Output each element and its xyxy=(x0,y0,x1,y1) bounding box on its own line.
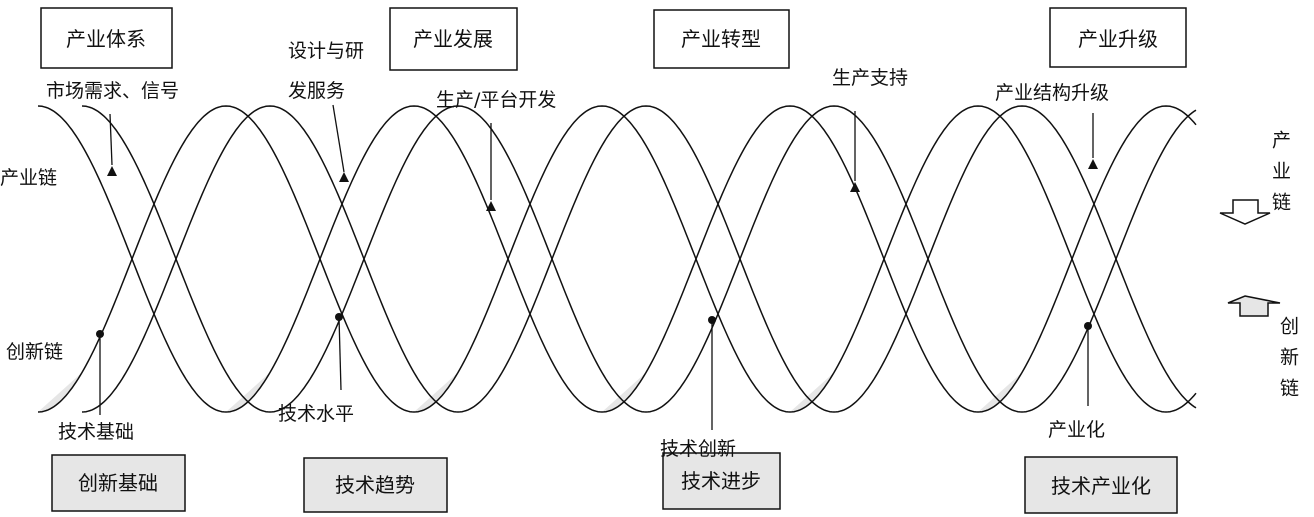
bottom-box-4-text: 技术产业化 xyxy=(1051,474,1151,498)
triangle-marker-icon xyxy=(107,166,117,176)
top-box-1-text: 产业体系 xyxy=(66,27,146,51)
triangle-marker-icon xyxy=(850,182,860,192)
up-arrow-icon xyxy=(1227,295,1281,317)
helix-strand xyxy=(37,105,1197,413)
label-market-demand: 市场需求、信号 xyxy=(46,80,179,102)
label-tech-innovation: 技术创新 xyxy=(660,438,736,460)
bottom-box-2-text: 技术趋势 xyxy=(335,473,415,497)
right-upper-chain-label: 产业链 xyxy=(1269,130,1291,223)
pointer-line xyxy=(332,104,345,173)
bottom-box-3-text: 技术进步 xyxy=(681,469,761,493)
top-box-1 xyxy=(40,7,173,69)
top-box-4-text: 产业升级 xyxy=(1078,27,1158,51)
bottom-box-2 xyxy=(303,457,448,513)
helix-strand xyxy=(81,105,1197,413)
helix-envelope xyxy=(37,105,1197,413)
label-tech-basis: 技术基础 xyxy=(58,421,134,443)
label-structure-upgrade: 产业结构升级 xyxy=(995,82,1109,104)
helix-strand xyxy=(37,105,1197,413)
pointer-line xyxy=(109,113,113,166)
bottom-box-1 xyxy=(51,454,186,512)
left-upper-chain-label: 产业链 xyxy=(0,167,57,189)
triangle-marker-icon xyxy=(1088,159,1098,169)
top-box-3 xyxy=(653,9,790,69)
bottom-box-1-text: 创新基础 xyxy=(78,471,158,495)
top-box-2 xyxy=(389,7,518,71)
top-box-3-text: 产业转型 xyxy=(681,27,761,51)
bottom-box-3 xyxy=(662,452,781,510)
triangle-marker-icon xyxy=(486,201,496,211)
pointer-line xyxy=(338,316,342,391)
helix-strand xyxy=(81,105,1197,413)
helix-ribbons xyxy=(38,106,1166,412)
top-box-4 xyxy=(1049,7,1187,68)
label-design-rd-2: 发服务 xyxy=(288,80,345,102)
triangle-marker-icon xyxy=(339,172,349,182)
right-lower-chain-label: 创新链 xyxy=(1277,316,1299,409)
top-box-2-text: 产业发展 xyxy=(413,27,493,51)
label-design-rd-1: 设计与研 xyxy=(288,40,364,62)
label-production-support: 生产支持 xyxy=(832,67,908,89)
bottom-box-4 xyxy=(1024,456,1178,514)
label-production-platform: 生产/平台开发 xyxy=(436,89,556,111)
down-arrow-icon xyxy=(1219,199,1271,225)
label-industrialization: 产业化 xyxy=(1048,419,1105,441)
label-tech-level: 技术水平 xyxy=(278,403,354,425)
left-lower-chain-label: 创新链 xyxy=(6,341,63,363)
